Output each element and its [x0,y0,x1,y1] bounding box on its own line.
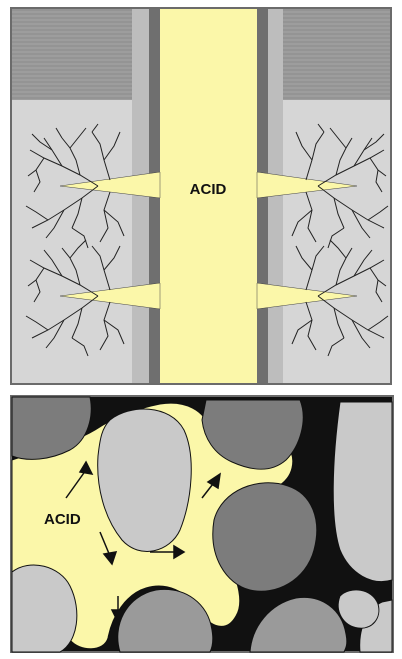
pore-scale-acid-panel: ACID [0,390,402,658]
grain-right-edge [333,402,392,582]
upper-zone-left [12,9,132,100]
upper-zone-right [283,9,390,100]
wellbore-acid-panel: ACID [0,0,402,388]
acid-label-wellbore: ACID [190,181,227,198]
acid-label-pore: ACID [44,511,81,528]
